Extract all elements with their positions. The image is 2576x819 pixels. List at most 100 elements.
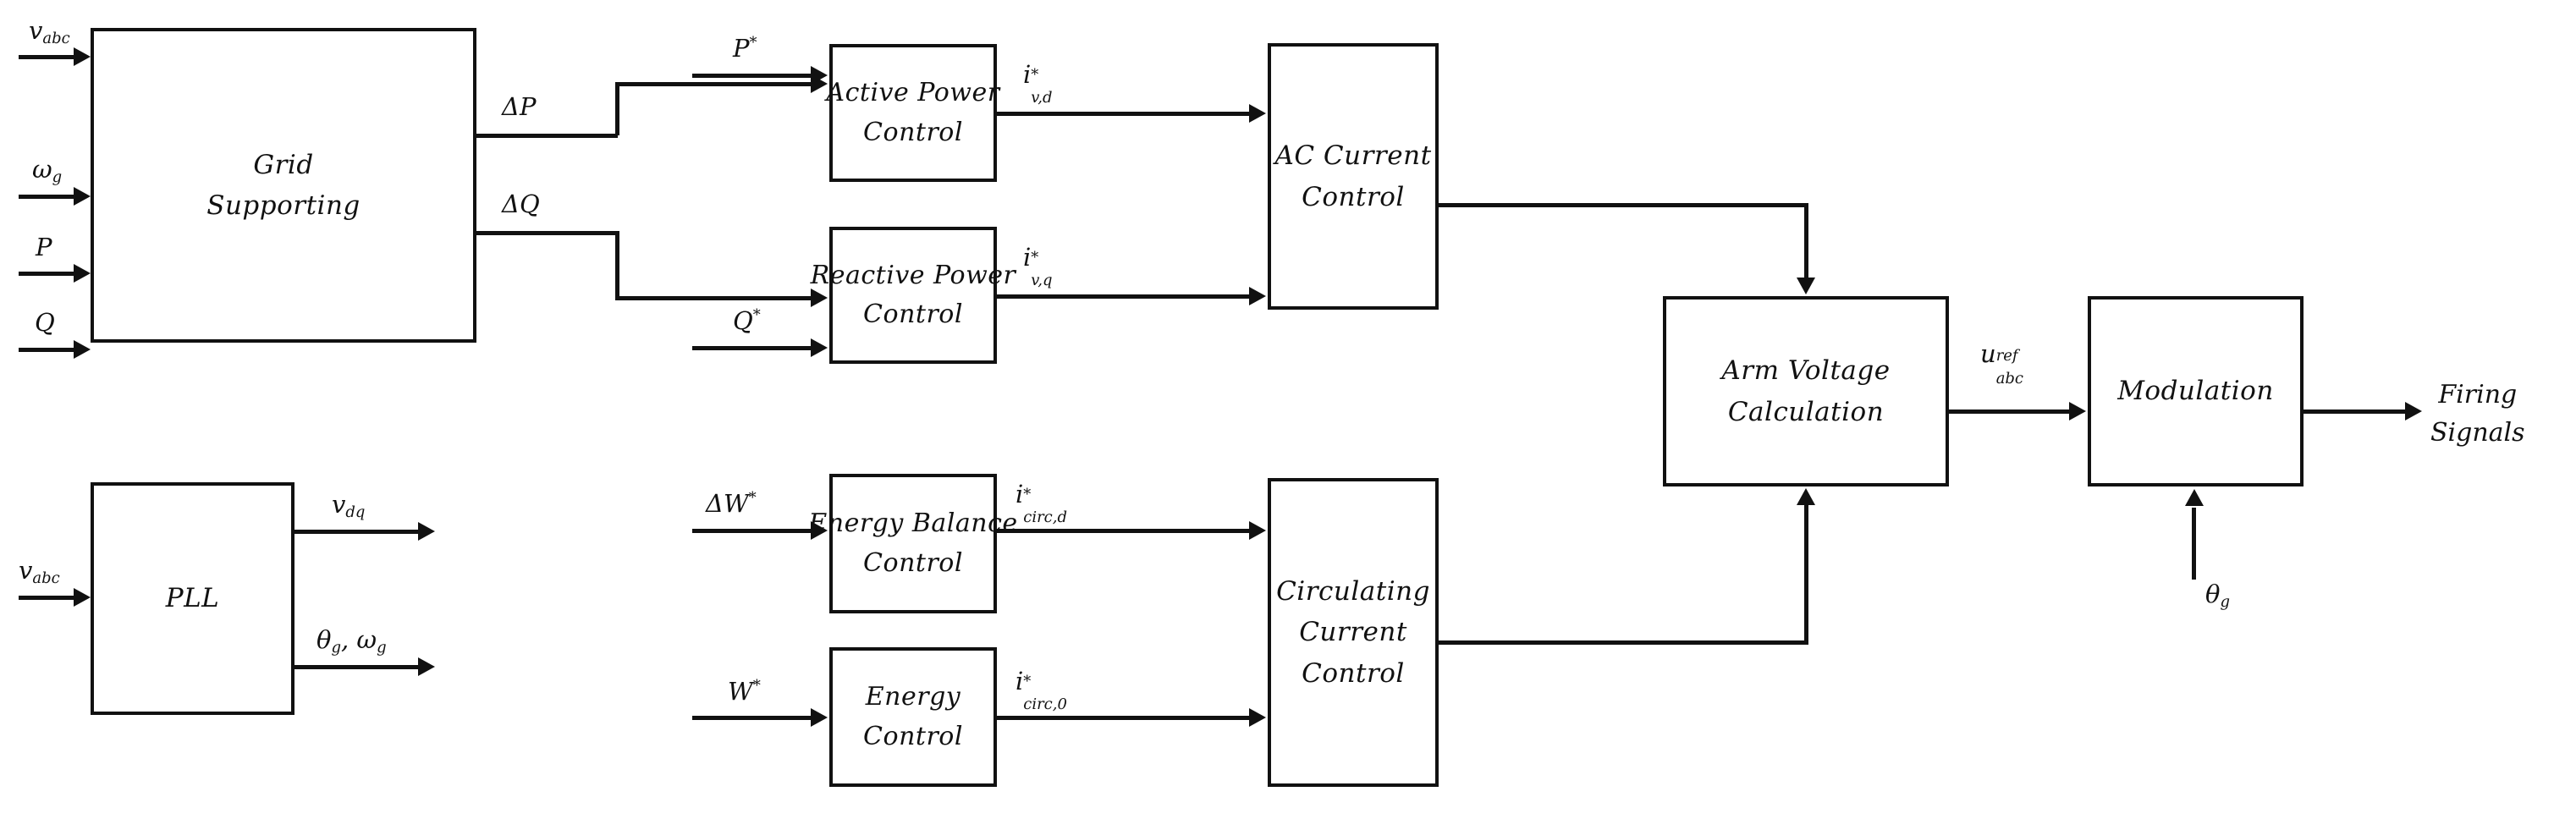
arrowhead-deltaq-reactive-power <box>811 289 828 307</box>
block-ac-current-control-line1: AC Current <box>1274 140 1432 172</box>
wire-icircd-to-circulating <box>997 529 1251 533</box>
block-ac-current-control-line2: Control <box>1302 181 1405 212</box>
signal-label-vabc-pll: vabc <box>19 556 60 588</box>
block-energy-balance-control[interactable]: Energy Balance Control <box>808 474 1017 613</box>
wire-deltap-seg-h1 <box>476 134 618 138</box>
signal-label-delta-q: ΔQ <box>502 190 540 218</box>
signal-label-i-circ-0-ref: i*circ,0 <box>1016 667 1067 713</box>
block-energy-balance-control-line1: Energy Balance <box>808 508 1018 538</box>
block-grid-supporting[interactable]: Grid Supporting <box>91 28 476 343</box>
arrowhead-icirc0-circulating <box>1249 708 1266 727</box>
wire-omegag-to-grid-supporting <box>19 195 74 199</box>
arrowhead-thetag-modulation <box>2185 489 2204 506</box>
wire-qref-to-reactive-power <box>692 346 812 350</box>
wire-deltaq-seg-h1 <box>476 231 618 235</box>
arrowhead-omegag-grid <box>74 187 91 206</box>
wire-wref-to-energy-control <box>692 716 812 720</box>
wire-pll-thetag-omegag <box>294 665 420 669</box>
wire-deltap-seg-v <box>615 82 619 135</box>
arrowhead-ac-current-arm-voltage <box>1797 278 1815 294</box>
block-arm-voltage-calculation-line2: Calculation <box>1727 396 1885 427</box>
wire-ac-current-to-arm-voltage-v <box>1804 203 1808 278</box>
signal-label-q-ref: Q* <box>733 306 761 336</box>
arrowhead-deltawref-energy-balance <box>811 521 828 540</box>
block-energy-control-line1: Energy <box>865 682 961 712</box>
block-grid-supporting-line1: Grid <box>253 149 314 180</box>
arrowhead-vabc-grid <box>74 47 91 66</box>
arrowhead-pll-vdq <box>418 522 435 541</box>
arrowhead-qref-reactive-power <box>811 338 828 357</box>
block-energy-control[interactable]: Energy Control <box>829 647 997 787</box>
signal-label-i-vq-ref: i*v,q <box>1023 243 1053 289</box>
wire-thetag-to-modulation <box>2192 508 2196 580</box>
wire-ivq-to-ac-current <box>997 294 1251 299</box>
block-ac-current-control[interactable]: AC Current Control <box>1268 43 1439 310</box>
signal-label-delta-w-ref: ΔW* <box>706 489 757 519</box>
signal-label-i-circ-d-ref: i*circ,d <box>1016 480 1067 526</box>
wire-vabc-to-grid-supporting <box>19 55 74 59</box>
arrowhead-ivd-ac-current <box>1249 104 1266 123</box>
block-active-power-control[interactable]: Active Power Control <box>826 44 1000 182</box>
wire-ac-current-to-arm-voltage-h <box>1439 203 1808 207</box>
block-reactive-power-control[interactable]: Reactive Power Control <box>811 227 1016 364</box>
wire-pref-to-active-power <box>692 74 812 78</box>
signal-label-omega-g: ωg <box>32 155 63 187</box>
wire-arm-voltage-to-modulation <box>1949 410 2071 414</box>
arrowhead-icircd-circulating <box>1249 521 1266 540</box>
signal-label-p-ref: P* <box>733 34 757 63</box>
block-pll[interactable]: PLL <box>91 482 294 715</box>
wire-circulating-to-arm-voltage-v <box>1804 505 1808 642</box>
arrowhead-arm-voltage-modulation <box>2069 402 2086 420</box>
wire-pll-vdq <box>294 530 420 534</box>
arrowhead-wref-energy-control <box>811 708 828 727</box>
block-pll-line1: PLL <box>165 583 220 614</box>
block-reactive-power-control-line2: Control <box>863 300 963 329</box>
signal-label-v-dq: vdq <box>332 490 366 522</box>
arrowhead-ivq-ac-current <box>1249 287 1266 305</box>
wire-p-to-grid-supporting <box>19 272 74 276</box>
output-firing-signals: Firing Signals <box>2430 376 2525 452</box>
output-firing-signals-line1: Firing <box>2438 380 2518 410</box>
block-energy-balance-control-line2: Control <box>863 547 963 578</box>
block-circulating-current-control-line1: Circulating <box>1276 576 1430 607</box>
output-firing-signals-line2: Signals <box>2430 418 2525 448</box>
arrowhead-pref-active-power <box>811 66 828 85</box>
block-active-power-control-line2: Control <box>863 117 963 147</box>
arrowhead-circulating-arm-voltage <box>1797 488 1815 505</box>
block-reactive-power-control-line1: Reactive Power <box>810 260 1016 290</box>
wire-icirc0-to-circulating <box>997 716 1251 720</box>
signal-label-theta-omega-g: θg, ωg <box>316 625 387 657</box>
wire-deltaq-seg-v <box>615 231 619 298</box>
signal-label-delta-p: ΔP <box>502 92 537 121</box>
arrowhead-q-grid <box>74 340 91 359</box>
block-modulation-line1: Modulation <box>2117 376 2274 407</box>
wire-modulation-to-firing-signals <box>2304 410 2407 414</box>
wire-vabc-to-pll <box>19 596 74 600</box>
signal-label-i-vd-ref: i*v,d <box>1023 60 1053 107</box>
block-grid-supporting-line2: Supporting <box>206 190 361 221</box>
signal-label-vabc-top: vabc <box>29 16 70 48</box>
block-modulation[interactable]: Modulation <box>2088 296 2304 486</box>
arrowhead-vabc-pll <box>74 588 91 607</box>
wire-deltaq-seg-h2 <box>615 296 812 300</box>
block-circulating-current-control-line2: Current <box>1299 617 1407 648</box>
block-circulating-current-control-line3: Control <box>1302 657 1405 689</box>
signal-label-w-ref: W* <box>728 677 761 706</box>
block-energy-control-line2: Control <box>863 721 963 751</box>
block-arm-voltage-calculation-line1: Arm Voltage <box>1721 355 1891 387</box>
block-arm-voltage-calculation[interactable]: Arm Voltage Calculation <box>1663 296 1949 486</box>
wire-circulating-to-arm-voltage-h <box>1439 640 1808 645</box>
wire-deltawref-to-energy-balance <box>692 529 812 533</box>
wire-q-to-grid-supporting <box>19 348 74 352</box>
wire-deltap-seg-h2 <box>615 82 812 86</box>
block-active-power-control-line1: Active Power <box>826 78 1000 107</box>
block-circulating-current-control[interactable]: Circulating Current Control <box>1268 478 1439 787</box>
arrowhead-modulation-firing-signals <box>2405 402 2422 420</box>
wire-ivd-to-ac-current <box>997 112 1251 116</box>
signal-label-p-in: P <box>36 233 52 261</box>
arrowhead-pll-thetag-omegag <box>418 657 435 676</box>
signal-label-q-in: Q <box>35 308 55 337</box>
signal-label-theta-g: θg <box>2205 580 2230 612</box>
